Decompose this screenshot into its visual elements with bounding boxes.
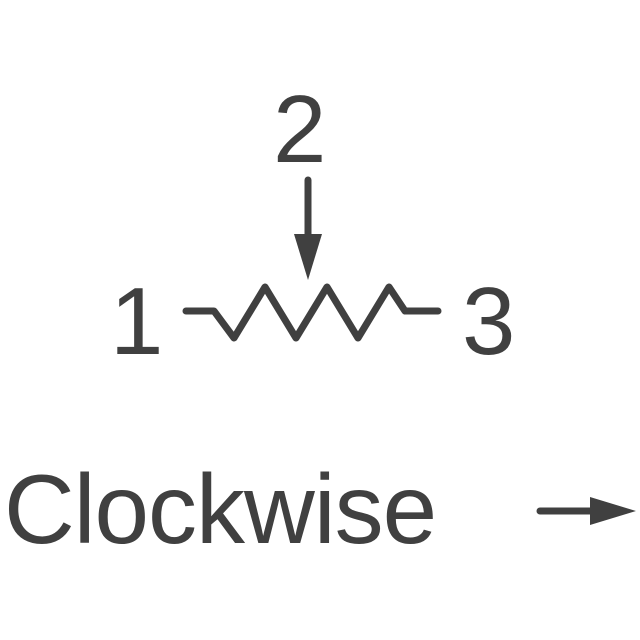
wiper-arrowhead (294, 234, 322, 280)
resistor-zigzag (182, 283, 442, 342)
pin-1-label: 1 (110, 268, 164, 375)
clockwise-arrowhead (590, 497, 636, 525)
pin-2-label: 2 (273, 76, 327, 183)
clockwise-caption: Clockwise (4, 454, 437, 564)
pin-3-label: 3 (462, 268, 516, 375)
